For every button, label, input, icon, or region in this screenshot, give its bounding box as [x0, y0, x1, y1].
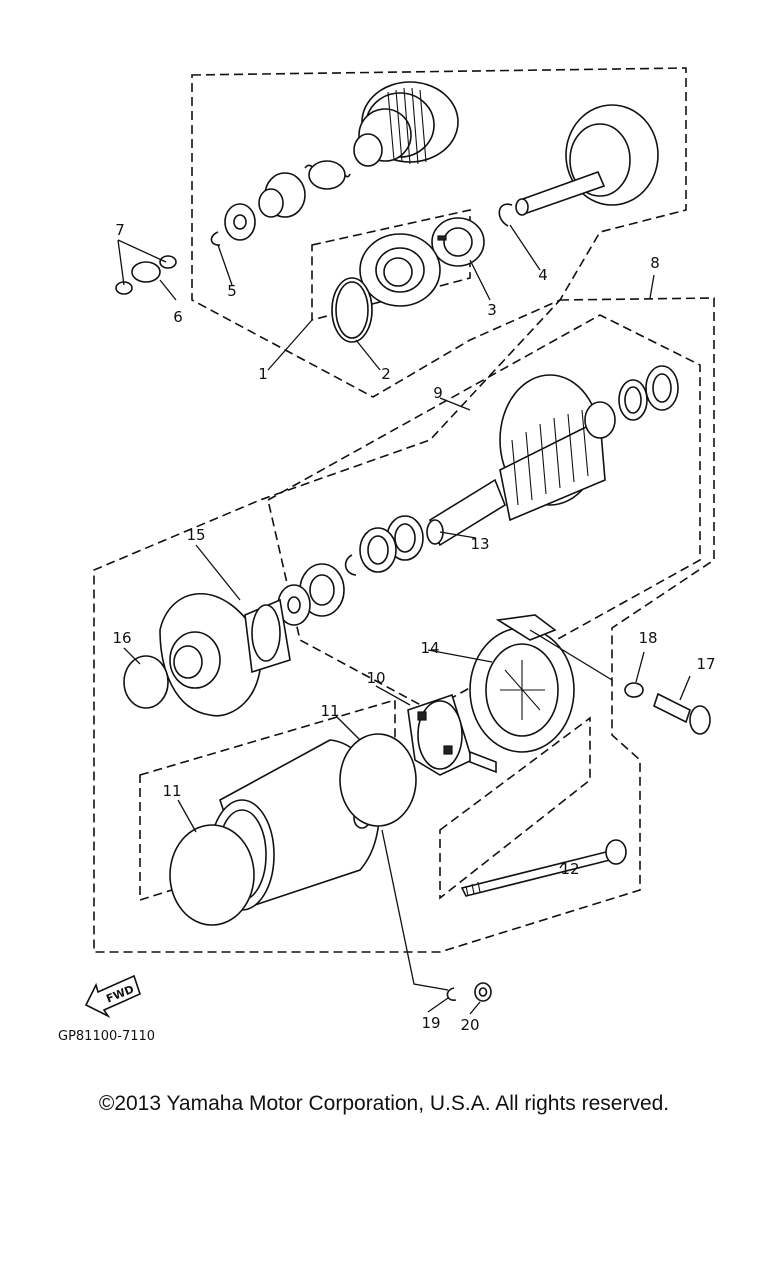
circlip-5-part	[210, 231, 221, 246]
callout-11-rear: 11	[320, 702, 339, 720]
callout-14: 14	[420, 639, 439, 657]
group-9-outline	[267, 314, 701, 711]
callout-16: 16	[112, 629, 131, 647]
callout-12: 12	[560, 860, 579, 878]
thrust-washer-part	[224, 203, 256, 241]
callout-15: 15	[186, 526, 205, 544]
front-cover-part	[159, 592, 291, 717]
starter-motor-exploded-diagram: 1 2 3 4 5 6 7 8 9 10 11 11 12 13 14 15 1…	[58, 67, 716, 1044]
through-bolt-part	[460, 839, 627, 897]
callout-3: 3	[487, 301, 497, 319]
callout-19: 19	[421, 1014, 440, 1032]
pinion-collar-part	[258, 172, 306, 218]
group-8-outline	[93, 297, 715, 953]
callout-9: 9	[433, 384, 443, 402]
gasket-11-rear-part	[339, 733, 417, 827]
callout-8: 8	[650, 254, 660, 272]
armature-shims-part	[618, 365, 679, 421]
bolt-subgroup-outline	[439, 716, 591, 900]
o-ring-16-part	[123, 655, 169, 709]
copyright-notice: ©2013 Yamaha Motor Corporation, U.S.A. A…	[98, 1092, 670, 1115]
callout-10: 10	[366, 669, 385, 687]
diagram-code: GP81100-7110	[58, 1029, 155, 1044]
armature-part	[426, 374, 616, 547]
lock-washer-19-part	[446, 987, 457, 1001]
callout-17: 17	[696, 655, 715, 673]
leader-lines	[117, 224, 691, 1015]
screw-17-part	[653, 692, 711, 735]
rear-cover-part	[469, 614, 575, 753]
callout-4: 4	[538, 266, 548, 284]
o-ring-part	[331, 277, 373, 343]
gasket-11-front-part	[169, 824, 255, 926]
callout-11-front: 11	[162, 782, 181, 800]
internal-gear-part	[359, 233, 441, 307]
planet-carrier-shaft-part	[515, 104, 659, 216]
fwd-direction-arrow: FWD	[84, 974, 141, 1019]
washer-18-part	[624, 682, 644, 698]
nut-20-part	[474, 982, 492, 1002]
callout-7: 7	[115, 221, 125, 239]
lock-plate-part	[431, 217, 485, 267]
group-1-inner-outline	[311, 209, 471, 322]
clutch-spring-part	[304, 160, 351, 190]
washer-7-right-part	[159, 255, 177, 269]
overrunning-clutch-part	[353, 81, 459, 167]
callout-20: 20	[460, 1016, 479, 1034]
callout-6: 6	[173, 308, 183, 326]
brush-holder-part	[407, 693, 497, 776]
callout-18: 18	[638, 629, 657, 647]
callout-2: 2	[381, 365, 391, 383]
commutator-end-shims-part	[277, 515, 424, 626]
callout-5: 5	[227, 282, 237, 300]
callout-13: 13	[470, 535, 489, 553]
callout-1: 1	[258, 365, 268, 383]
spring-6-part	[131, 261, 161, 283]
circlip-4-part	[498, 203, 513, 227]
